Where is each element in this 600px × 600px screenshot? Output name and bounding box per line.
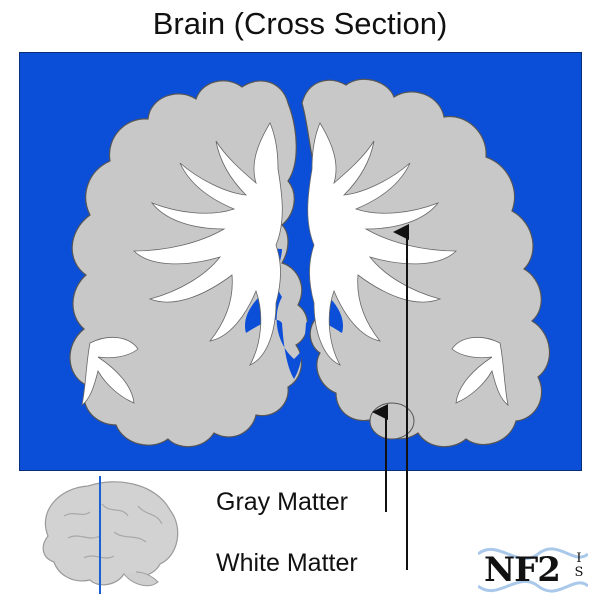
page-title: Brain (Cross Section) xyxy=(152,6,448,41)
gray-matter-left-hemisphere xyxy=(69,80,309,448)
logo-side-top: I xyxy=(576,551,582,566)
nf2is-logo: NF2 I S xyxy=(478,540,588,598)
logo-text: NF2 xyxy=(484,550,561,590)
gray-matter-label: Gray Matter xyxy=(216,488,348,516)
dna-helix-icon xyxy=(478,547,588,593)
logo-side-bottom: S xyxy=(574,565,584,580)
white-matter-label: White Matter xyxy=(216,549,358,577)
white-matter-left-lower xyxy=(81,336,139,406)
brain-cross-section xyxy=(69,78,551,448)
logo-side-text: I S xyxy=(574,552,584,580)
brain-side-view-icon xyxy=(42,476,179,594)
white-matter-right-lower xyxy=(451,336,509,406)
white-matter-left xyxy=(133,122,283,366)
cross-section-panel xyxy=(19,52,582,471)
white-matter-right xyxy=(307,122,457,366)
